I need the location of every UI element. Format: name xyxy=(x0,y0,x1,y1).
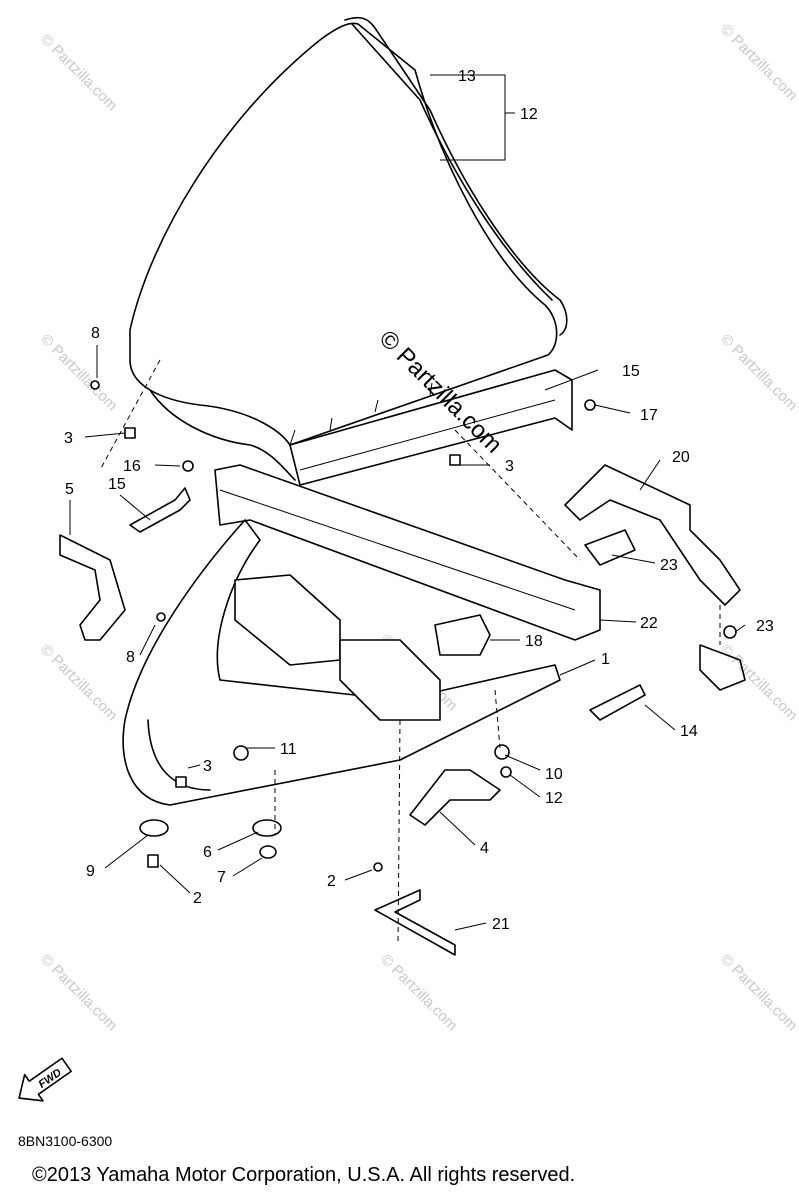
callout-20: 18 xyxy=(525,633,543,650)
callout-14: 15 xyxy=(108,476,126,493)
inner-trim xyxy=(149,389,296,481)
bracket-5 xyxy=(59,534,126,641)
callout-8: 8 xyxy=(126,649,135,666)
callouts: 13 12 8 15 17 3 3 16 20 15 5 23 22 23 18… xyxy=(64,68,774,933)
part-number: 8BN3100-6300 xyxy=(18,1133,113,1149)
callout-9: 8 xyxy=(91,325,100,342)
bracket-19 xyxy=(564,464,741,606)
watermark: © Partzilla.com xyxy=(717,331,799,414)
callout-15: 16 xyxy=(123,458,141,475)
callout-7: 7 xyxy=(217,869,226,886)
callout-4: 4 xyxy=(480,840,489,857)
callout-3: 3 xyxy=(203,758,212,775)
assembly-lines xyxy=(99,359,721,946)
callout-5: 5 xyxy=(65,481,74,498)
watermark: © Partzilla.com xyxy=(37,641,120,724)
callout-11: 10 xyxy=(545,766,563,783)
watermark: © Partzilla.com xyxy=(377,951,460,1034)
callout-13: 14 xyxy=(680,723,698,740)
callout-23: 23 xyxy=(660,557,678,574)
part-20 xyxy=(434,614,491,656)
callout-12: 11 xyxy=(280,741,297,758)
bracket-14 xyxy=(129,487,191,533)
callout-8: 2 xyxy=(327,873,336,890)
callout-23: 23 xyxy=(756,618,774,635)
callout-22: 22 xyxy=(640,615,658,632)
stay xyxy=(289,369,573,486)
callout-3: 3 xyxy=(505,458,514,475)
callout-2: 2 xyxy=(193,890,202,907)
windshield xyxy=(129,16,568,446)
leaders xyxy=(69,74,746,931)
watermark: © Partzilla.com xyxy=(37,951,120,1034)
callout-1: 1 xyxy=(601,651,610,668)
bracket-4 xyxy=(409,769,501,826)
watermark: © Partzilla.com xyxy=(717,641,799,724)
watermark: © Partzilla.com xyxy=(37,331,120,414)
callout-17: 13 xyxy=(458,68,476,85)
watermark: © Partzilla.com xyxy=(717,951,799,1034)
electronics-box xyxy=(234,574,441,721)
callout-21: 21 xyxy=(492,916,510,933)
main-cowling xyxy=(122,519,561,806)
callout-12: 12 xyxy=(545,790,563,807)
copyright-notice: ©2013 Yamaha Motor Corporation, U.S.A. A… xyxy=(32,1164,576,1186)
bar-21 xyxy=(374,889,456,956)
watermark: © Partzilla.com xyxy=(37,31,120,114)
callout-19: 20 xyxy=(672,449,690,466)
bracket-13 xyxy=(589,684,646,721)
bracket-23a xyxy=(584,529,636,566)
watermark: © Partzilla.com xyxy=(717,21,799,104)
callout-16: 12 xyxy=(520,106,538,123)
bracket-23b xyxy=(699,644,746,691)
callout-10: 9 xyxy=(86,863,95,880)
callout-3: 3 xyxy=(64,430,73,447)
lower-panel xyxy=(214,464,601,641)
callout-15: 17 xyxy=(640,407,658,424)
fasteners xyxy=(90,380,737,872)
fwd-arrow-icon: FWD xyxy=(18,1057,72,1102)
callout-6: 6 xyxy=(203,844,212,861)
callout-18: 15 xyxy=(622,363,640,380)
